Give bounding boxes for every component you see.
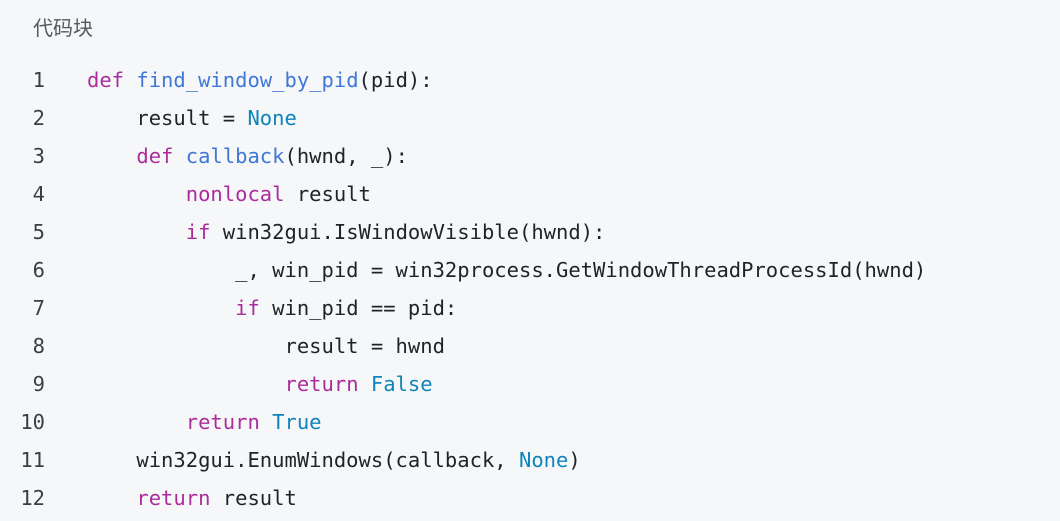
code-text: [87, 182, 186, 206]
code-text: result =: [87, 106, 248, 130]
code-text: _, win_pid = win32process.GetWindowThrea…: [87, 258, 927, 282]
code-line: 8 result = hwnd: [0, 327, 1060, 365]
code-text: win_pid == pid:: [259, 296, 458, 320]
code-text: result: [284, 182, 371, 206]
code-line: 7 if win_pid == pid:: [0, 289, 1060, 327]
line-code: _, win_pid = win32process.GetWindowThrea…: [87, 251, 926, 289]
line-code: return True: [87, 403, 322, 441]
code-keyword: if: [185, 220, 211, 244]
code-text: [87, 144, 136, 168]
code-constant: None: [518, 448, 569, 472]
line-number: 2: [32, 106, 45, 130]
line-number: 3: [32, 144, 45, 168]
code-keyword: return: [136, 486, 211, 510]
code-text: (hwnd, _):: [284, 144, 408, 168]
code-function-name: callback: [185, 144, 285, 168]
code-text: [260, 410, 272, 434]
code-line: 4 nonlocal result: [0, 175, 1060, 213]
line-code: return False: [87, 365, 433, 403]
line-code: nonlocal result: [87, 175, 371, 213]
code-text: [173, 144, 185, 168]
code-constant: False: [370, 372, 433, 396]
code-line: 2 result = None: [0, 99, 1060, 137]
code-text: [87, 372, 284, 396]
line-number: 9: [32, 372, 45, 396]
code-text: (pid):: [358, 68, 433, 92]
code-line: 5 if win32gui.IsWindowVisible(hwnd):: [0, 213, 1060, 251]
line-code: if win_pid == pid:: [87, 289, 457, 327]
code-keyword: def: [87, 68, 125, 92]
code-text: [87, 486, 136, 510]
code-line: 3 def callback(hwnd, _):: [0, 137, 1060, 175]
code-keyword: def: [136, 144, 174, 168]
code-block-label: 代码块: [33, 16, 93, 40]
line-number: 11: [20, 448, 45, 472]
line-number: 1: [32, 68, 45, 92]
code-line: 9 return False: [0, 365, 1060, 403]
code-line: 12 return result: [0, 479, 1060, 517]
line-number: 5: [32, 220, 45, 244]
code-keyword: return: [284, 372, 359, 396]
code-text: [87, 410, 186, 434]
code-text: result = hwnd: [87, 334, 445, 358]
line-number: 6: [32, 258, 45, 282]
code-text: [359, 372, 371, 396]
line-code: result = None: [87, 99, 297, 137]
code-text: [87, 296, 235, 320]
code-line: 6 _, win_pid = win32process.GetWindowThr…: [0, 251, 1060, 289]
code-text: [124, 68, 136, 92]
line-code: win32gui.EnumWindows(callback, None): [87, 441, 581, 479]
code-text: ): [568, 448, 581, 472]
code-keyword: return: [185, 410, 260, 434]
code-keyword: nonlocal: [185, 182, 285, 206]
code-line: 1 def find_window_by_pid(pid):: [0, 61, 1060, 99]
line-code: def callback(hwnd, _):: [87, 137, 408, 175]
line-code: result = hwnd: [87, 327, 445, 365]
code-text: win32gui.IsWindowVisible(hwnd):: [210, 220, 606, 244]
code-function-name: find_window_by_pid: [136, 68, 359, 92]
line-number: 7: [32, 296, 45, 320]
code-text: win32gui.EnumWindows(callback,: [87, 448, 519, 472]
line-code: if win32gui.IsWindowVisible(hwnd):: [87, 213, 606, 251]
code-constant: True: [272, 410, 322, 434]
line-code: return result: [87, 479, 297, 517]
line-code: def find_window_by_pid(pid):: [87, 61, 433, 99]
code-text: result: [210, 486, 297, 510]
line-number: 12: [20, 486, 45, 510]
code-keyword: if: [235, 296, 260, 320]
code-line: 11 win32gui.EnumWindows(callback, None): [0, 441, 1060, 479]
line-number: 4: [32, 182, 45, 206]
code-text: [87, 220, 186, 244]
code-line: 10 return True: [0, 403, 1060, 441]
line-number: 8: [32, 334, 45, 358]
code-constant: None: [247, 106, 297, 130]
line-number: 10: [20, 410, 45, 434]
